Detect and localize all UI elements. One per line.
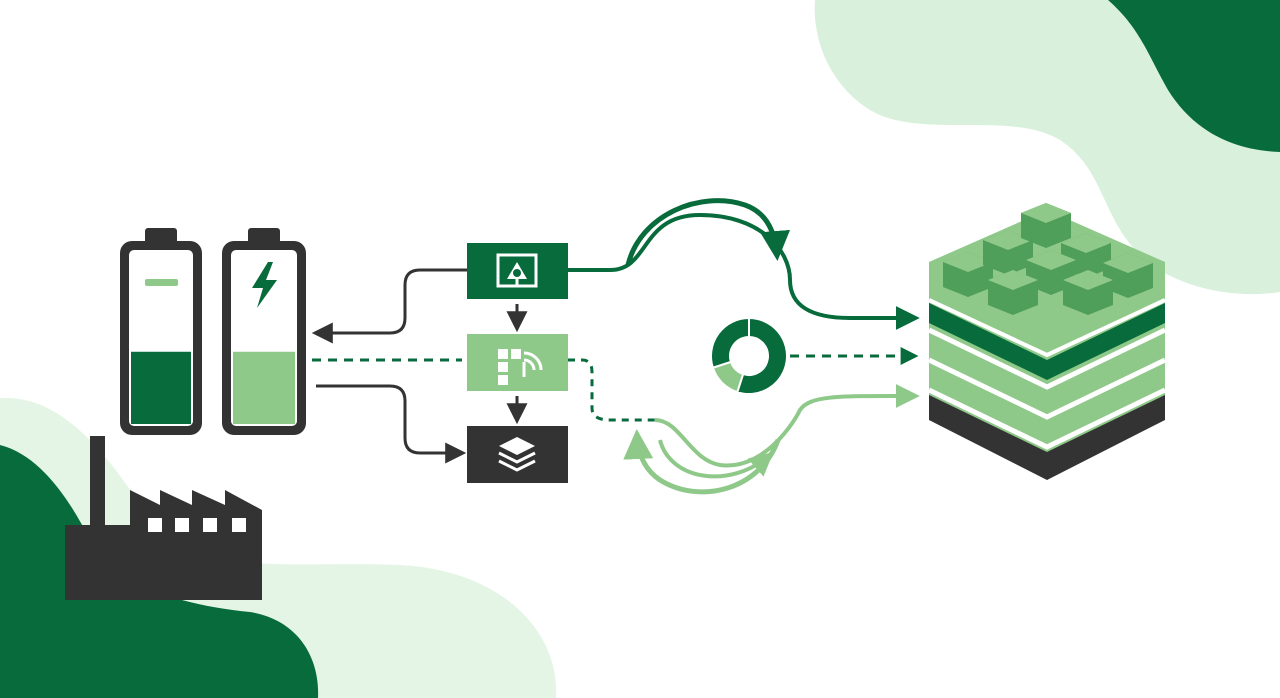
blob-top-right-dark xyxy=(1108,0,1280,152)
layer-stack-icon xyxy=(467,426,568,483)
hub-storage-flows xyxy=(568,198,920,495)
battery-minus-icon xyxy=(120,228,202,435)
donut-chart-icon xyxy=(710,316,788,395)
storage-cubes xyxy=(943,203,1153,315)
donut-segment xyxy=(710,316,750,370)
battery-discharged-fill xyxy=(131,351,191,424)
lightning-bolt-icon xyxy=(252,262,277,308)
battery-charging-icon xyxy=(222,228,306,435)
factory-icon xyxy=(65,436,262,600)
minus-sign xyxy=(145,279,178,286)
wireless-grid-icon xyxy=(467,334,568,391)
plant-monitor-icon xyxy=(467,243,568,299)
storage-block-icon xyxy=(927,203,1167,480)
blob-bottom-left-dark xyxy=(0,445,319,698)
battery-hub-connectors xyxy=(311,268,528,464)
battery-charging-fill xyxy=(233,351,295,424)
